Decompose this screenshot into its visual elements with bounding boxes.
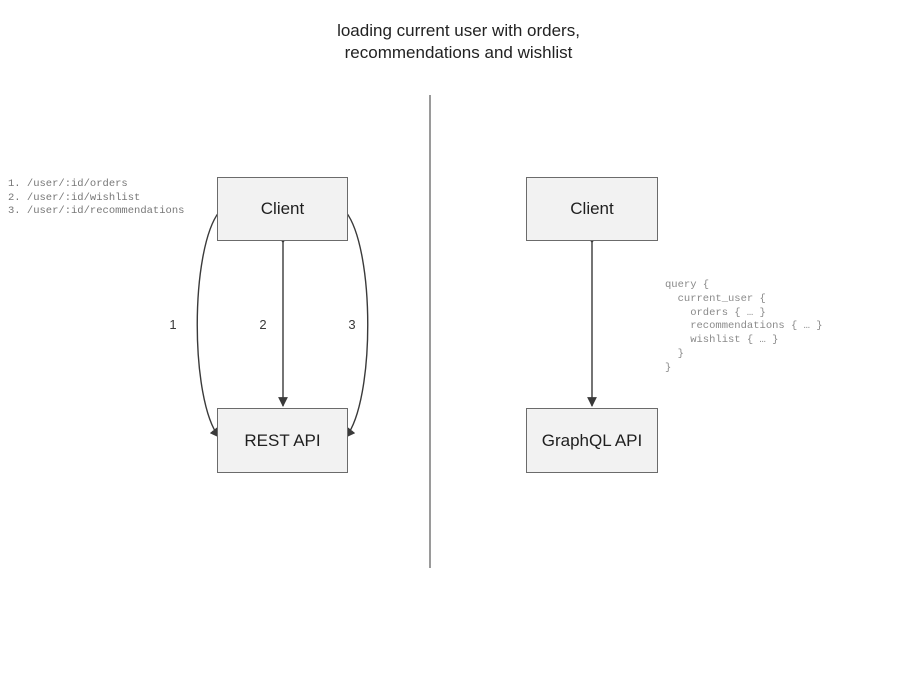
edge-3-curve (336, 202, 369, 438)
rest-endpoint-list: 1. /user/:id/orders 2. /user/:id/wishlis… (8, 178, 185, 217)
edge-label-3: 3 (348, 317, 356, 332)
edge-1-curve (196, 202, 229, 438)
node-rest-api[interactable]: REST API (217, 408, 348, 473)
edge-label-1: 1 (169, 317, 177, 332)
node-graphql-api[interactable]: GraphQL API (526, 408, 658, 473)
graphql-query-snippet: query { current_user { orders { … } reco… (665, 279, 823, 374)
node-client-rest[interactable]: Client (217, 177, 348, 241)
diagram-title: loading current user with orders, recomm… (337, 21, 580, 62)
edge-label-2: 2 (259, 317, 267, 332)
node-client-graphql[interactable]: Client (526, 177, 658, 241)
